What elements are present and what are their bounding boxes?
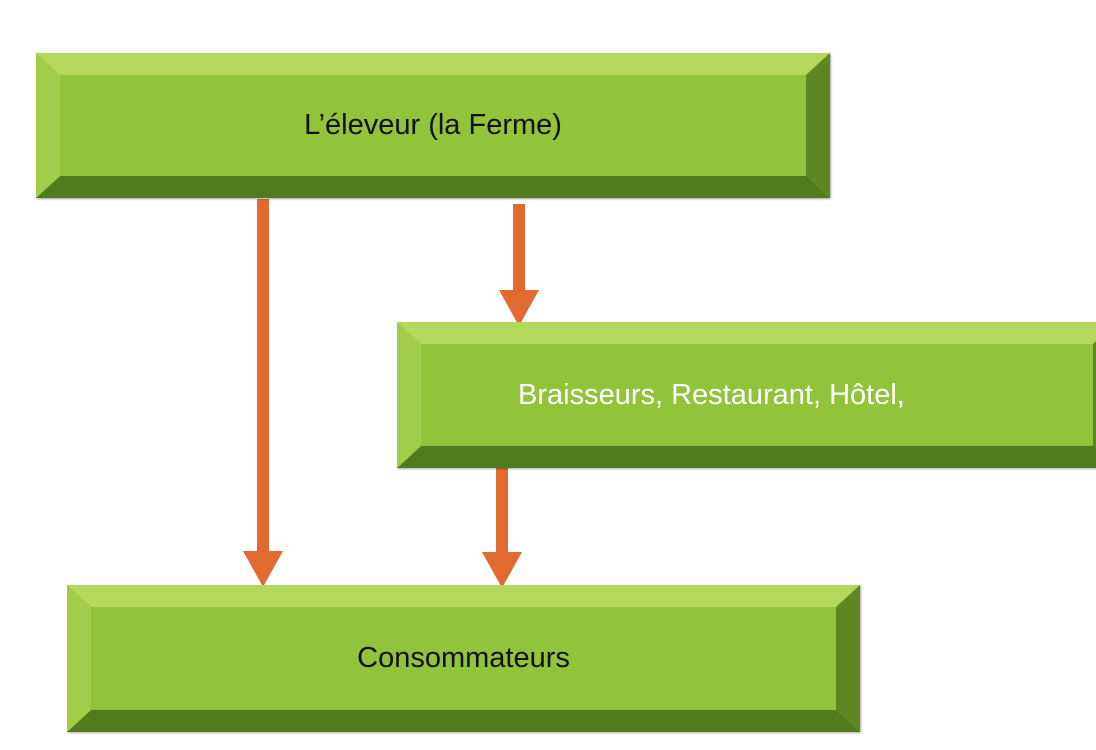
- node-consumers: Consommateurs: [67, 585, 860, 732]
- arrow-hotel-to-consumers: [482, 468, 522, 588]
- node-consumers-label: Consommateurs: [357, 642, 570, 674]
- node-hotel-label: Braisseurs, Restaurant, Hôtel,: [518, 378, 905, 411]
- bevel-frame: [397, 322, 1096, 468]
- node-hotel: Braisseurs, Restaurant, Hôtel,: [397, 322, 1096, 468]
- node-farm: L’éleveur (la Ferme): [36, 53, 830, 198]
- arrow-farm-to-hotel: [499, 204, 539, 326]
- node-farm-label: L’éleveur (la Ferme): [304, 109, 562, 141]
- bevel-frame: [36, 53, 830, 198]
- arrow-farm-to-consumers: [243, 199, 283, 587]
- bevel-frame: [67, 585, 860, 732]
